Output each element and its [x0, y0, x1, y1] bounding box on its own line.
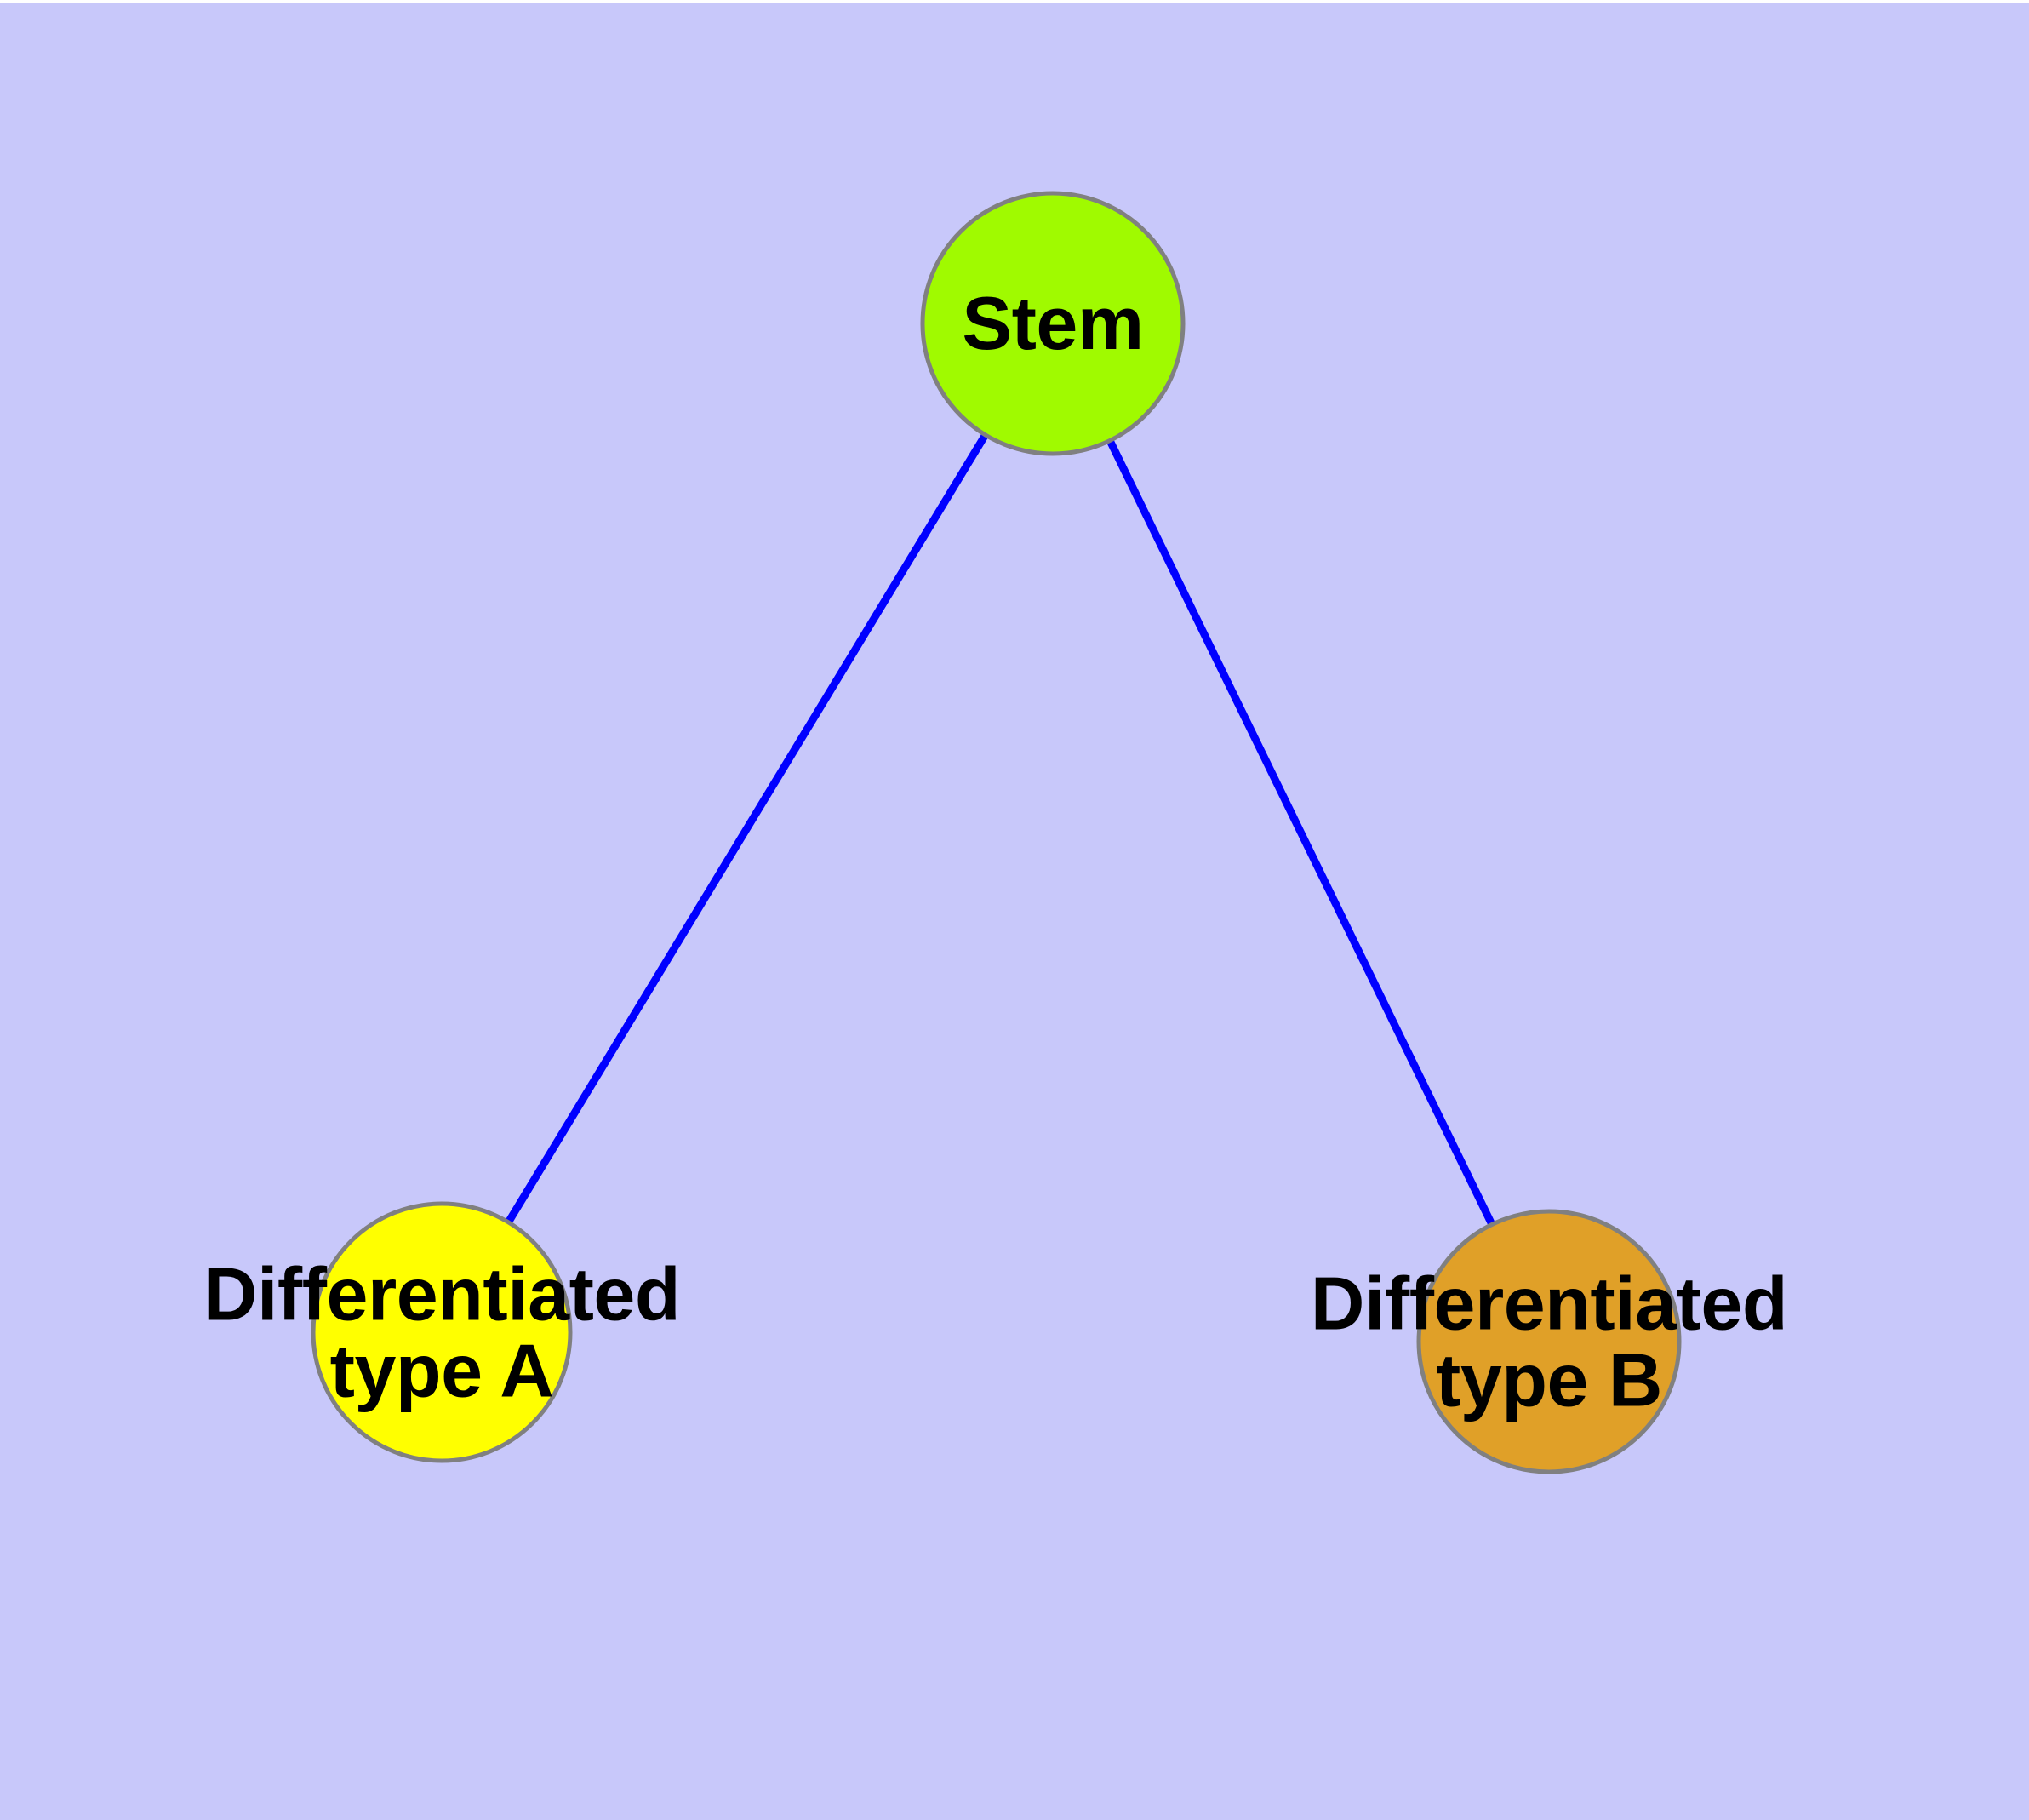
graph-edge[interactable] [1049, 322, 1553, 1343]
graph-node-stem[interactable] [920, 191, 1186, 456]
graph-node-diff_a[interactable] [311, 1201, 573, 1463]
graph-svg [311, 191, 1682, 1474]
nodes-group [311, 191, 1682, 1474]
graph-edge[interactable] [438, 321, 1056, 1335]
graph-node-diff_b[interactable] [1416, 1209, 1682, 1474]
edges-group [438, 321, 1553, 1343]
